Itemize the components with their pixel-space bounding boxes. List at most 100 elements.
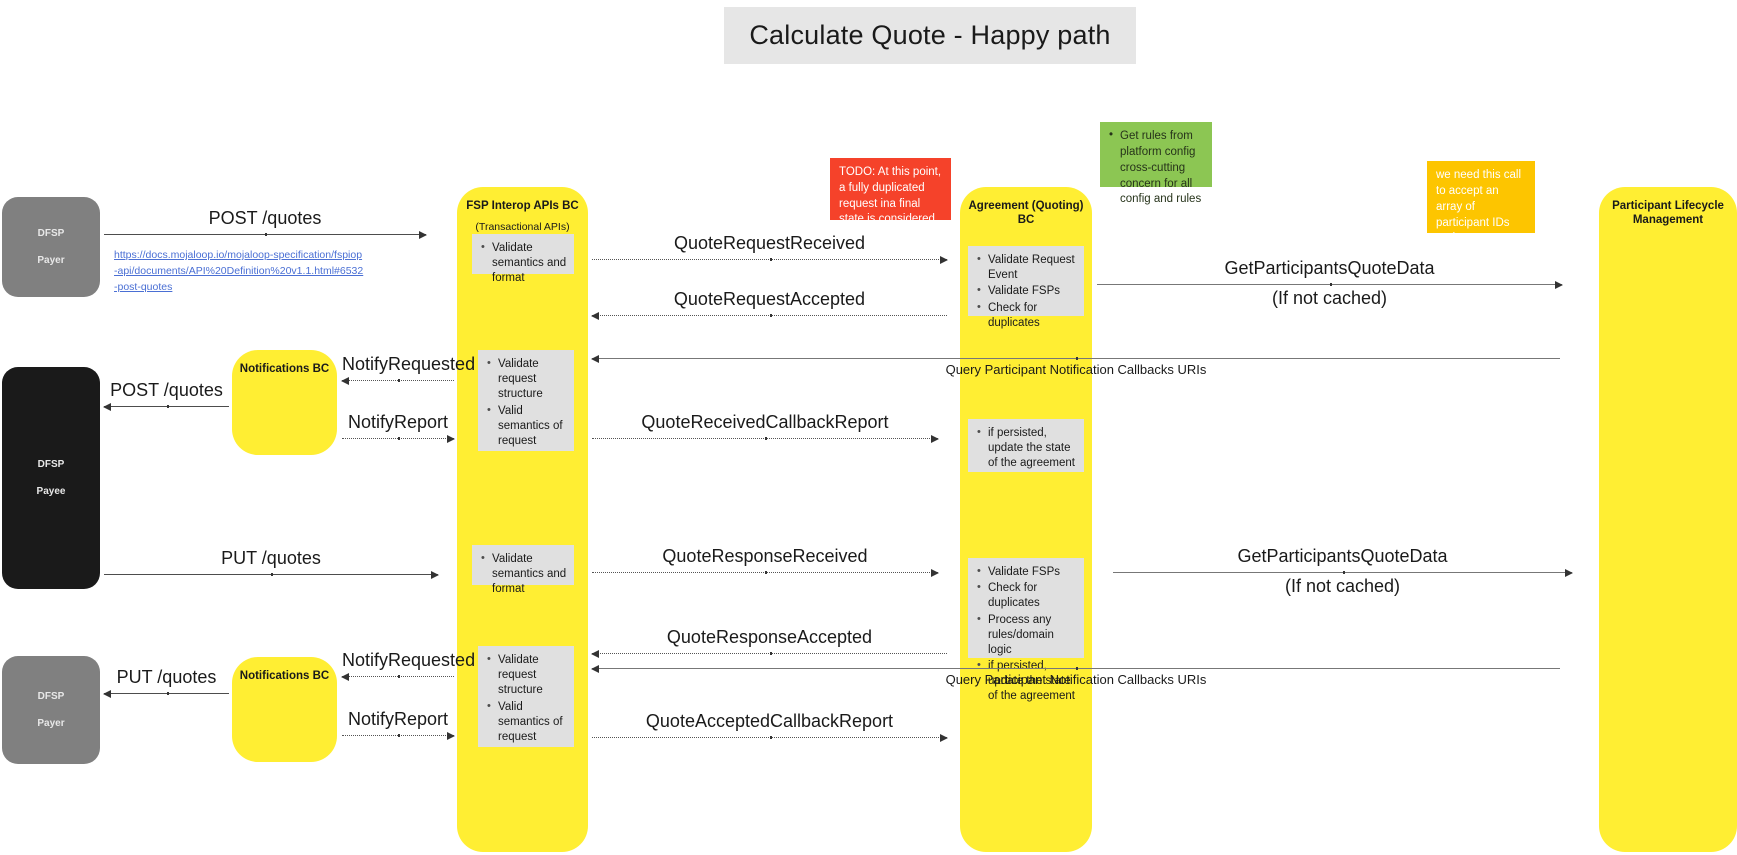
actor-dfsp-payer-bottom-line2: Payer <box>37 718 65 729</box>
message-label: NotifyReport <box>347 709 449 729</box>
note-fsp-validate-request-2: Validate request structure Valid semanti… <box>478 646 574 747</box>
message-sublabel: (If not cached) <box>1284 576 1401 596</box>
note-item: Valid semantics of request <box>487 699 568 746</box>
message-label: Query Participant Notification Callbacks… <box>945 672 1207 687</box>
note-item: Valid semantics of request <box>487 403 568 450</box>
arrow-right-icon <box>931 435 939 443</box>
arrow-left-icon <box>591 650 599 658</box>
note-fsp-validate-request-1: Validate request structure Valid semanti… <box>478 350 574 451</box>
message-quote-response-accepted: QuoteResponseAccepted <box>591 627 947 658</box>
sticky-note-todo-text: TODO: At this point, a fully duplicated … <box>839 166 942 241</box>
arrow-right-icon <box>1555 281 1563 289</box>
actor-dfsp-payee-line1: DFSP <box>37 459 65 470</box>
actor-dfsp-payer-bottom: DFSP Payer <box>2 656 100 764</box>
note-item: Check for duplicates <box>977 300 1078 331</box>
message-label: POST /quotes <box>110 380 223 400</box>
message-quote-received-callback-report: QuoteReceivedCallbackReport <box>592 412 939 443</box>
message-notify-report-1: NotifyReport <box>342 412 455 443</box>
message-quote-response-received: QuoteResponseReceived <box>592 546 939 577</box>
arrow-right-icon <box>931 569 939 577</box>
message-quote-request-accepted: QuoteRequestAccepted <box>591 289 947 320</box>
lane-label-fsp-interop: FSP Interop APIs BC <box>466 200 579 212</box>
message-get-participants-quote-data-1: GetParticipantsQuoteData (If not cached) <box>1097 258 1563 308</box>
message-label: PUT /quotes <box>221 548 321 568</box>
lane-fsp-interop: FSP Interop APIs BC (Transactional APIs) <box>457 187 588 852</box>
sticky-note-todo: TODO: At this point, a fully duplicated … <box>830 158 951 241</box>
arrow-left-icon <box>591 665 599 673</box>
message-query-participant-callbacks-1: Query Participant Notification Callbacks… <box>591 355 1560 377</box>
message-sublabel: (If not cached) <box>1271 288 1388 308</box>
lane-label-participant-lifecycle: Participant Lifecycle Management <box>1612 200 1724 227</box>
arrow-right-icon <box>1565 569 1573 577</box>
message-label: QuoteResponseAccepted <box>666 627 873 647</box>
message-label: NotifyRequested <box>342 650 476 670</box>
note-item: Process any rules/domain logic <box>977 612 1078 659</box>
message-label: QuoteReceivedCallbackReport <box>641 412 889 432</box>
sticky-note-get-rules: Get rules from platform config cross-cut… <box>1100 122 1212 205</box>
arrow-left-icon <box>341 673 349 681</box>
arrow-right-icon <box>940 256 948 264</box>
note-item: if persisted, update the state of the ag… <box>977 425 1078 472</box>
message-label: POST /quotes <box>208 208 322 228</box>
sticky-note-participants-call-text: we need this call to accept an array of … <box>1436 169 1522 308</box>
note-agreement-persist-1: if persisted, update the state of the ag… <box>968 419 1084 472</box>
actor-dfsp-payer-top: DFSP Payer <box>2 197 100 297</box>
actor-dfsp-payer-top-line2: Payer <box>37 255 65 266</box>
message-put-quotes-1: PUT /quotes <box>104 548 439 579</box>
arrow-right-icon <box>447 732 455 740</box>
note-fsp-validate-semantics-1: Validate semantics and format <box>472 234 574 284</box>
arrow-left-icon <box>103 403 111 411</box>
message-label: QuoteAcceptedCallbackReport <box>645 711 894 731</box>
message-label: NotifyReport <box>347 412 449 432</box>
message-quote-accepted-callback-report: QuoteAcceptedCallbackReport <box>592 711 948 742</box>
actor-dfsp-payer-bottom-line1: DFSP <box>37 691 65 702</box>
note-agreement-validate-2: Validate FSPs Check for duplicates Proce… <box>968 558 1084 702</box>
message-label: QuoteRequestReceived <box>673 233 866 253</box>
message-label: Query Participant Notification Callbacks… <box>945 362 1207 377</box>
note-item: Validate semantics and format <box>481 240 568 287</box>
message-query-participant-callbacks-2: Query Participant Notification Callbacks… <box>591 665 1560 687</box>
message-notify-requested-1: NotifyRequested <box>341 354 475 385</box>
message-label: QuoteRequestAccepted <box>673 289 866 309</box>
message-put-quotes-2: PUT /quotes <box>103 667 229 698</box>
note-item: if persisted, update the state of the ag… <box>977 658 1078 705</box>
arrow-right-icon <box>447 435 455 443</box>
actor-dfsp-payer-top-line1: DFSP <box>37 228 65 239</box>
note-item: Validate FSPs <box>977 283 1078 299</box>
lane-label-notifications-bottom: Notifications BC <box>239 670 330 682</box>
note-item: Check for duplicates <box>977 580 1078 611</box>
lane-label-agreement-quoting: Agreement (Quoting) BC <box>968 200 1084 227</box>
mojaloop-spec-link[interactable]: https://docs.mojaloop.io/mojaloop-specif… <box>114 249 364 293</box>
page-title: Calculate Quote - Happy path <box>724 7 1136 64</box>
message-post-quotes-2: POST /quotes <box>103 380 229 411</box>
lane-label-notifications-top: Notifications BC <box>239 363 330 375</box>
message-label: PUT /quotes <box>116 667 217 687</box>
note-item: Validate request structure <box>487 356 568 403</box>
message-notify-report-2: NotifyReport <box>342 709 455 740</box>
note-fsp-validate-semantics-2: Validate semantics and format <box>472 545 574 595</box>
note-item: Validate Request Event <box>977 252 1078 283</box>
actor-dfsp-payee-line2: Payee <box>36 486 66 497</box>
message-notify-requested-2: NotifyRequested <box>341 650 475 681</box>
lane-notifications-bottom: Notifications BC <box>232 657 337 762</box>
message-quote-request-received: QuoteRequestReceived <box>592 233 948 264</box>
arrow-right-icon <box>419 231 427 239</box>
arrow-right-icon <box>940 734 948 742</box>
arrow-left-icon <box>103 690 111 698</box>
arrow-left-icon <box>341 377 349 385</box>
lane-sublabel-fsp-interop: (Transactional APIs) <box>475 221 570 233</box>
note-item: Validate semantics and format <box>481 551 568 598</box>
message-get-participants-quote-data-2: GetParticipantsQuoteData (If not cached) <box>1113 546 1573 596</box>
message-label: GetParticipantsQuoteData <box>1237 546 1448 566</box>
arrow-right-icon <box>431 571 439 579</box>
message-label: NotifyRequested <box>342 354 476 374</box>
message-post-quotes-1: POST /quotes <box>104 208 427 239</box>
lane-notifications-top: Notifications BC <box>232 350 337 455</box>
message-label: QuoteResponseReceived <box>662 546 868 566</box>
actor-dfsp-payee: DFSP Payee <box>2 367 100 589</box>
note-item: Validate FSPs <box>977 564 1078 580</box>
note-agreement-validate-1: Validate Request Event Validate FSPs Che… <box>968 246 1084 329</box>
arrow-left-icon <box>591 312 599 320</box>
arrow-left-icon <box>591 355 599 363</box>
